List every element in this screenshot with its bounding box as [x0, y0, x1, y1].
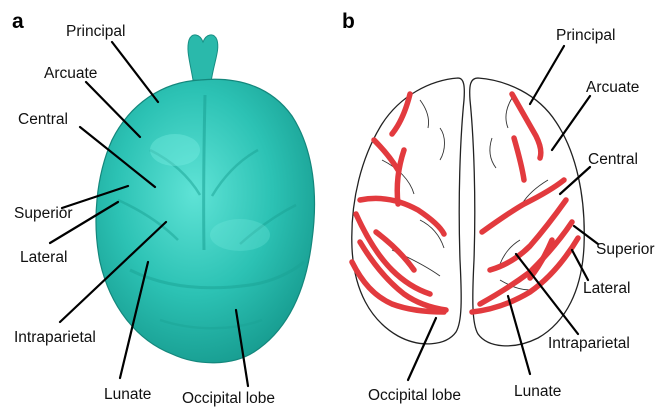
leader-b-principal	[530, 46, 564, 104]
panel-b: b	[342, 10, 655, 404]
label-a-arcuate: Arcuate	[44, 65, 97, 82]
label-a-superior: Superior	[14, 205, 73, 222]
left-hemisphere	[352, 78, 465, 344]
olfactory-stalk	[188, 35, 218, 82]
label-a-intraparietal: Intraparietal	[14, 329, 96, 346]
leader-a-principal	[112, 42, 158, 102]
label-a-occipital: Occipital lobe	[182, 390, 275, 407]
label-b-lunate: Lunate	[514, 383, 561, 400]
panel-b-letter: b	[342, 10, 355, 33]
label-b-arcuate: Arcuate	[586, 79, 639, 96]
leader-b-arcuate	[552, 96, 590, 150]
label-b-occipital: Occipital lobe	[368, 387, 461, 404]
label-b-principal: Principal	[556, 27, 615, 44]
endocast	[96, 35, 315, 363]
label-a-central: Central	[18, 111, 68, 128]
label-b-superior: Superior	[596, 241, 655, 258]
label-a-lateral: Lateral	[20, 249, 67, 266]
panel-a-letter: a	[12, 10, 24, 33]
label-a-lunate: Lunate	[104, 386, 151, 403]
label-b-lateral: Lateral	[583, 280, 630, 297]
label-b-intraparietal: Intraparietal	[548, 335, 630, 352]
panel-a: a Principal Arcuate Ce	[12, 10, 315, 407]
label-a-principal: Principal	[66, 23, 125, 40]
leader-a-arcuate	[86, 82, 140, 137]
label-b-central: Central	[588, 151, 638, 168]
